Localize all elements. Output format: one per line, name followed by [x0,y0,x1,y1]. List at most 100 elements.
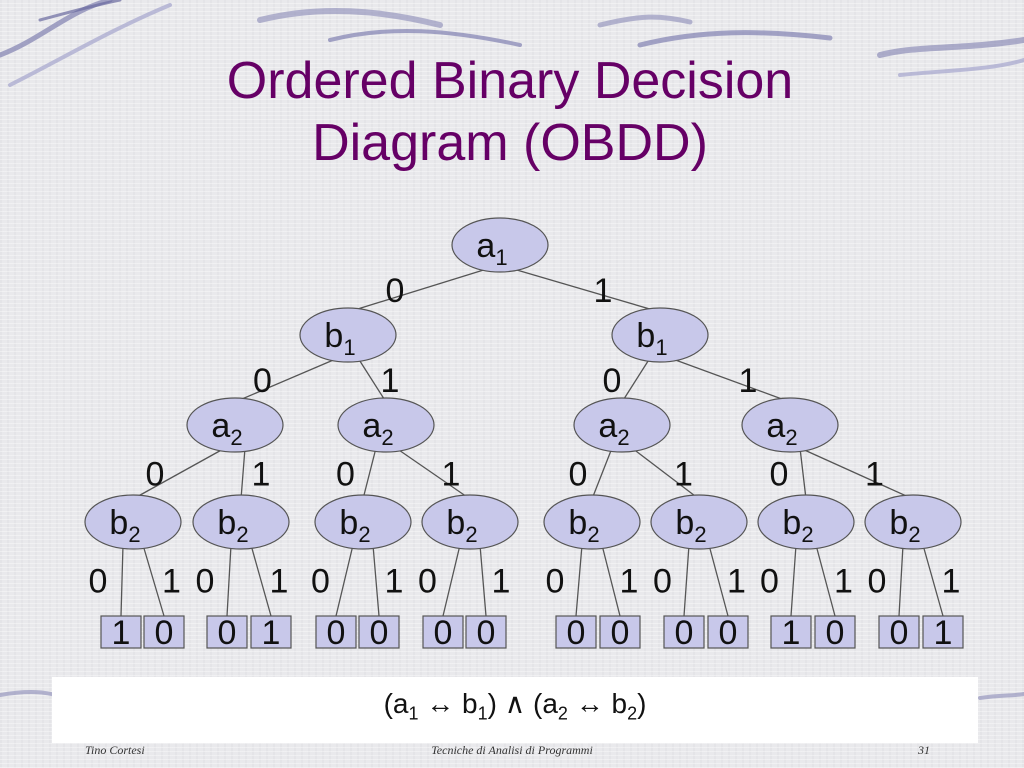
edge-a2RL-b2_5 [591,447,613,500]
leaf-box [878,615,920,649]
leaf-box [663,615,705,649]
edge-a1-b1R [509,267,661,313]
node-subscript: 2 [358,522,370,547]
leaf-node: 0 [878,614,920,652]
decision-node-a2LL: a2 [186,397,284,453]
edge-a2RR-b2_8 [799,447,914,500]
leaf-box [358,615,400,649]
leaf-box [814,615,856,649]
edge-label: 1 [252,456,271,494]
edge-label: 1 [381,362,400,400]
edge-label: 0 [418,563,437,601]
edge-label: 1 [442,456,461,494]
edge-label: 0 [770,456,789,494]
edge-b1R-a2RL [621,357,651,403]
edge-label: 0 [253,362,272,400]
leaf-node: 0 [206,614,248,652]
decision-node-b1L: b1 [299,307,397,363]
node-label: b2 [782,504,813,547]
leaf-value: 0 [370,614,389,652]
edge-a2LR-b2_4 [395,447,471,500]
leaf-value: 0 [675,614,694,652]
node-ellipse [451,217,549,273]
node-ellipse [192,494,290,550]
decision-node-b2_8: b2 [864,494,962,550]
node-ellipse [611,307,709,363]
edge-label: 1 [739,362,758,400]
edge-b1L-a2LL [234,357,339,403]
edge-b2_4-leaf7 [442,544,461,617]
node-subscript: 2 [236,522,248,547]
edge-b2_1-leaf2 [142,544,165,617]
node-subscript: 2 [587,522,599,547]
node-subscript: 1 [655,335,667,360]
formula-box: (a1 ↔ b1) ∧ (a2 ↔ b2) [52,677,978,743]
node-ellipse [650,494,748,550]
edge-b1R-a2RR [669,357,791,403]
leaf-value: 0 [719,614,738,652]
leaf-node: 0 [358,614,400,652]
edge-label: 0 [89,563,108,601]
edge-b2_1-leaf1 [120,544,124,617]
leaf-box [143,615,185,649]
leaf-value: 1 [934,614,953,652]
edge-b2_2-leaf4 [250,544,272,617]
node-ellipse [757,494,855,550]
leaf-value: 0 [327,614,346,652]
edge-label: 0 [336,456,355,494]
leaf-value: 1 [262,614,281,652]
edge-label: 1 [865,456,884,494]
leaf-node: 1 [922,614,964,652]
node-subscript: 2 [128,522,140,547]
node-ellipse [84,494,182,550]
edge-label: 1 [385,563,404,601]
node-ellipse [421,494,519,550]
decision-node-b2_7: b2 [757,494,855,550]
footer-page-number: 31 [918,743,930,757]
node-subscript: 2 [465,522,477,547]
decision-node-a1: a1 [451,217,549,273]
edge-label: 1 [674,456,693,494]
node-ellipse [573,397,671,453]
node-subscript: 2 [617,425,629,450]
node-subscript: 2 [908,522,920,547]
edge-label: 1 [942,563,961,601]
leaf-node: 0 [814,614,856,652]
edge-label: 1 [594,272,613,310]
leaf-box [250,615,292,649]
decision-node-b2_4: b2 [421,494,519,550]
edge-b2_6-leaf11 [683,544,690,617]
edge-a2RR-b2_7 [799,447,807,500]
edge-label: 0 [653,563,672,601]
leaf-node: 0 [465,614,507,652]
footer-author: Tino Cortesi [85,743,145,757]
edge-label: 0 [546,563,565,601]
node-ellipse [337,397,435,453]
leaf-value: 0 [890,614,909,652]
leaf-box [599,615,641,649]
leaf-box [206,615,248,649]
edge-b2_3-leaf5 [335,544,354,617]
formula-text: (a1 ↔ b1) ∧ (a2 ↔ b2) [383,688,647,724]
edge-a2LL-b2_2 [240,447,246,500]
leaf-box [422,615,464,649]
edge-label: 0 [311,563,330,601]
decision-node-b2_5: b2 [543,494,641,550]
node-subscript: 2 [801,522,813,547]
leaf-box [315,615,357,649]
leaf-value: 0 [434,614,453,652]
leaf-node: 0 [422,614,464,652]
edge-label: 1 [162,563,181,601]
page-title: Ordered Binary Decision Diagram (OBDD) [100,50,920,174]
edge-b2_4-leaf8 [479,544,487,617]
leaf-value: 1 [782,614,801,652]
swirl-decoration [0,0,1024,700]
node-ellipse [543,494,641,550]
node-subscript: 1 [343,335,355,360]
leaf-box [922,615,964,649]
leaf-node: 0 [315,614,357,652]
edge-b2_7-leaf13 [790,544,797,617]
